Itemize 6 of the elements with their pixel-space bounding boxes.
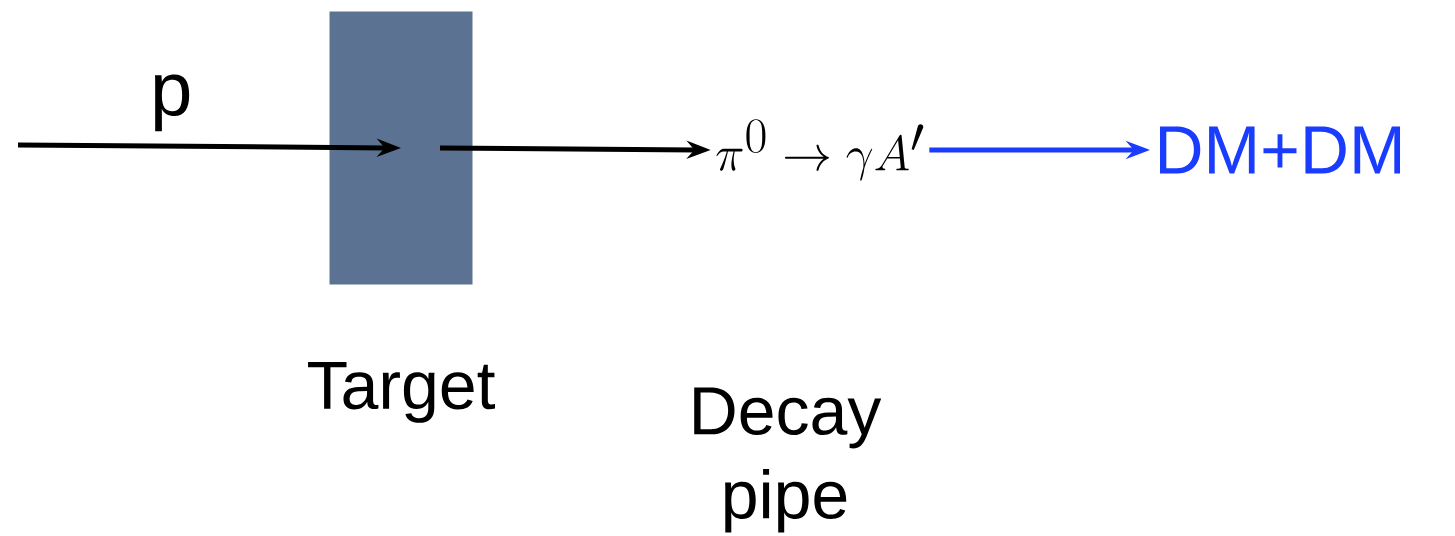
- caption-text: Decay pipe: [694, 387, 882, 533]
- edge-label: p: [154, 74, 190, 132]
- caption-text: Target: [308, 361, 496, 423]
- formula-text: $\pi^0 \rightarrow \gamma A'$: [716, 119, 924, 181]
- particle-label: DM+DM: [1160, 126, 1400, 174]
- target-block: [329, 11, 473, 285]
